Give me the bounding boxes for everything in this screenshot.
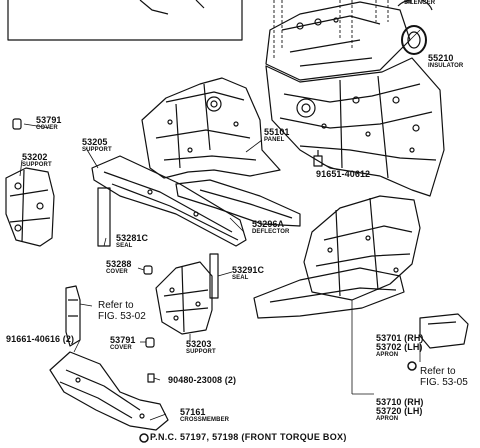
cover-53288 [143,265,153,275]
seal-53281c [97,187,111,247]
crossmember-57161 [49,351,169,431]
label-91651-40612: 91651-40612 [316,169,371,179]
cover-53791-mid [145,337,155,348]
box-fig5305 [419,313,469,349]
label-53288: 53288 COVER [106,259,132,276]
silencer-ring [401,25,427,55]
seal-53291c [209,253,219,299]
ref-fig-53-05: Refer to FIG. 53-05 [420,366,468,388]
cover-53791-top [12,118,22,130]
label-53791-mid: 53791 COVER [110,335,136,352]
label-53281c: 53281C SEAL [116,233,149,250]
label-apron-b: 53710 (RH) 53720 (LH) APRON [376,397,424,423]
label-53202: 53202 SUPPORT [22,152,52,169]
wheelhouse-panel [141,77,281,179]
dash-panel [265,57,445,197]
inset-box [7,0,243,41]
ref-fig-53-02: Refer to FIG. 53-02 [98,300,146,322]
label-silencer: SILENCER [404,0,436,6]
upper-cowl-panel [265,1,411,81]
label-55101: 55101 PANEL [264,127,290,144]
footer-caption: P.N.C. 57197, 57198 (FRONT TORQUE BOX) [150,432,347,442]
footer-marker-icon [139,433,149,443]
label-57161: 57161 CROSSMEMBER [180,407,230,424]
label-53791-top: 53791 COVER [36,115,62,132]
label-53296a: 53296A DEFLECTOR [252,219,290,236]
bolt-90480 [147,373,155,383]
label-53291c: 53291C SEAL [232,265,265,282]
bolt-91651 [313,150,323,167]
label-53205: 53205 SUPPORT [82,137,112,154]
label-apron-a: 53701 (RH) 53702 (LH) APRON [376,333,424,359]
apron-53701 [303,195,421,301]
support-53202 [5,167,55,247]
apron-rail-53710 [253,267,405,319]
deflector-53296a [175,179,301,227]
label-90480-23008: 90480-23008 (2) [168,375,237,385]
support-53203 [155,261,213,335]
label-53203: 53203 SUPPORT [186,339,216,356]
label-55210: 55210 INSULATOR [428,53,464,70]
label-91661-40616: 91661-40616 (2) [6,334,75,344]
